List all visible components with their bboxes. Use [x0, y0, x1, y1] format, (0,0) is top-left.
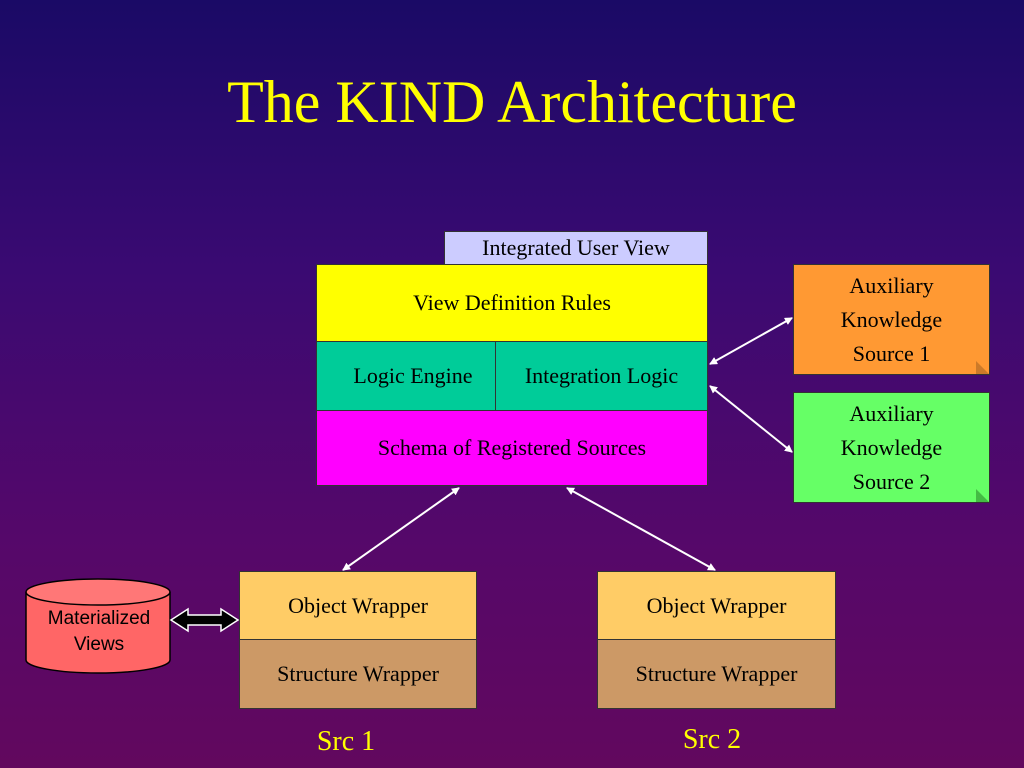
- slide-title: The KIND Architecture: [227, 69, 797, 135]
- aux-source-1-line-2: Knowledge: [840, 306, 943, 332]
- aux-source-1-line-3: Source 1: [852, 340, 931, 366]
- view-definition-rules-label: View Definition Rules: [413, 290, 611, 315]
- structure-wrapper-2-label: Structure Wrapper: [635, 661, 798, 686]
- arrow-schema-src2: [566, 487, 716, 571]
- object-wrapper-2-box: Object Wrapper: [597, 571, 836, 640]
- src-1-label: Src 1: [316, 726, 376, 757]
- object-wrapper-2-label: Object Wrapper: [646, 592, 787, 618]
- materialized-double-arrow: [169, 607, 240, 633]
- integration-logic-box: Integration Logic: [495, 341, 708, 411]
- structure-wrapper-1-label: Structure Wrapper: [277, 661, 439, 686]
- materialized-views-label: Materialized Views: [28, 606, 170, 658]
- materialized-views-line-2: Views: [73, 634, 125, 655]
- structure-wrapper-1-box: Structure Wrapper: [239, 639, 477, 709]
- schema-registered-sources-label: Schema of Registered Sources: [377, 435, 647, 460]
- arrow-engine-aux2: [709, 385, 793, 453]
- aux-source-1-fold: [976, 361, 989, 374]
- aux-source-1-box: Auxiliary Knowledge Source 1: [793, 264, 990, 375]
- object-wrapper-1-box: Object Wrapper: [239, 571, 477, 640]
- integration-logic-label: Integration Logic: [524, 363, 679, 388]
- view-definition-rules-box: View Definition Rules: [316, 264, 708, 342]
- arrow-schema-src1: [342, 487, 460, 571]
- arrow-engine-aux1: [709, 317, 793, 365]
- aux-source-2-line-3: Source 2: [852, 468, 931, 494]
- integrated-user-view-label: Integrated User View: [482, 235, 670, 260]
- logic-engine-box: Logic Engine: [316, 341, 496, 411]
- aux-source-2-box: Auxiliary Knowledge Source 2: [793, 392, 990, 503]
- aux-source-2-line-1: Auxiliary: [849, 400, 934, 426]
- aux-source-1-line-1: Auxiliary: [849, 272, 934, 298]
- materialized-views-cylinder: [25, 578, 171, 674]
- object-wrapper-1-label: Object Wrapper: [288, 592, 428, 618]
- logic-engine-label: Logic Engine: [353, 363, 473, 388]
- aux-source-2-fold: [976, 489, 989, 502]
- structure-wrapper-2-box: Structure Wrapper: [597, 639, 836, 709]
- aux-source-2-line-2: Knowledge: [840, 434, 943, 460]
- integrated-user-view-box: Integrated User View: [444, 231, 708, 265]
- src-2-label: Src 2: [682, 724, 742, 755]
- materialized-views-line-1: Materialized: [47, 608, 151, 629]
- schema-registered-sources-box: Schema of Registered Sources: [316, 410, 708, 486]
